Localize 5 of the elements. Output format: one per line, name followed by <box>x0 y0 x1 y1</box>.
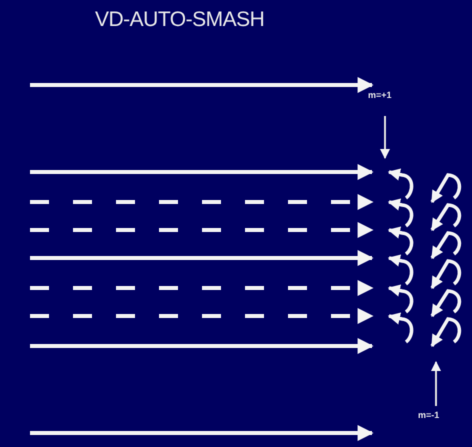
diagram-title: VD-AUTO-SMASH <box>95 8 264 32</box>
leader-arrow <box>431 361 441 406</box>
quantum-number-label: m=+1 <box>368 90 392 100</box>
leader-arrow <box>380 116 390 159</box>
quantum-number-label: m=-1 <box>418 410 440 420</box>
